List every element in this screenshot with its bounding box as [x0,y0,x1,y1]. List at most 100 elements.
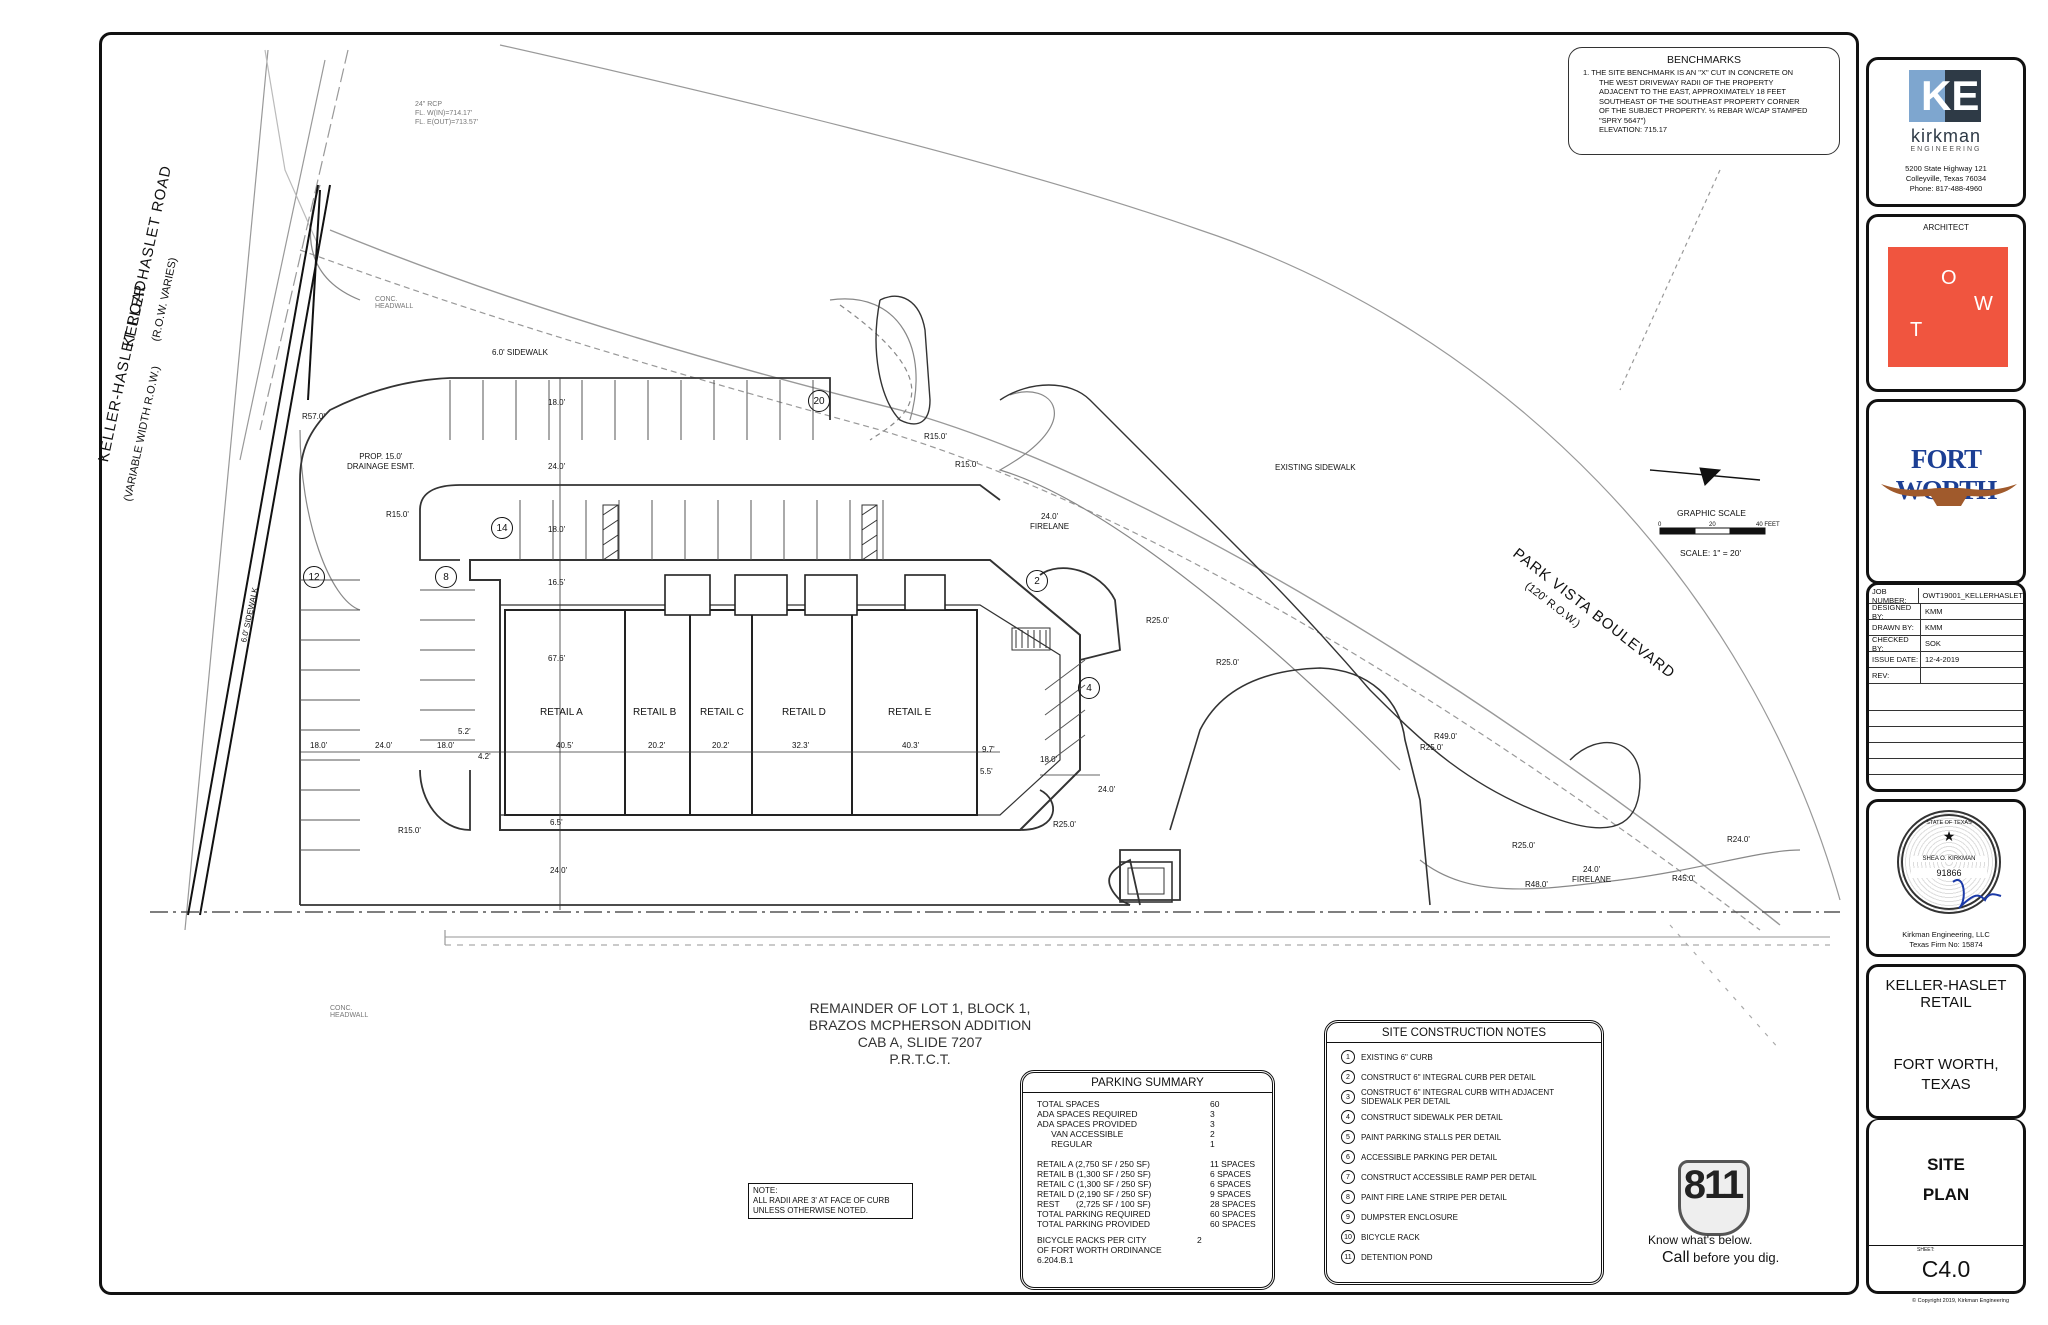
construction-note: 1 EXISTING 6" CURB [1341,1047,1587,1067]
parking-summary-row: RETAIL A (2,750 SF / 250 SF) 11 SPACES [1037,1159,1258,1169]
architect-label: ARCHITECT [1923,223,1969,232]
copyright-icon: © [1912,1298,1917,1304]
title-block-engineer: KE kirkman ENGINEERING 5200 State Highwa… [1866,57,2026,207]
benchmarks-title: BENCHMARKS [1666,54,1742,66]
seal-firm-no: Texas Firm No: 15874 [1909,940,1983,949]
parking-row-label: RETAIL D (2,190 SF / 250 SF) [1037,1189,1152,1199]
meta-row: REV: [1869,668,2023,684]
note-text: PAINT PARKING STALLS PER DETAIL [1361,1132,1502,1142]
meta-value: OWT19001_KELLERHASLET [1922,591,2023,600]
sheet-number: C4.0 [1921,1256,1971,1282]
kirkman-logo-word: kirkman [1910,126,1981,146]
note-text: DETENTION POND [1361,1252,1433,1262]
note-text: CONSTRUCT SIDEWALK PER DETAIL [1361,1112,1503,1122]
meta-value: SOK [1925,639,1941,648]
call-811-line2: Call before you dig. [1662,1249,1780,1266]
note-number: 3 [1341,1090,1355,1104]
copyright: © Copyright 2019, Kirkman Engineering [1912,1298,2010,1304]
meta-row: DESIGNED BY:KMM [1869,603,2023,621]
parking-row-value: 3 [1210,1109,1215,1119]
parking-summary-row: TOTAL PARKING PROVIDED 60 SPACES [1037,1219,1258,1229]
parking-row-value: 60 SPACES [1210,1209,1256,1219]
parking-summary-row: RETAIL B (1,300 SF / 250 SF) 6 SPACES [1037,1169,1258,1179]
parking-summary-row: RETAIL D (2,190 SF / 250 SF) 9 SPACES [1037,1189,1258,1199]
parking-row-label: ADA SPACES REQUIRED [1037,1109,1138,1119]
construction-note: 10 BICYCLE RACK [1341,1227,1587,1247]
engineer-signature [1945,872,2005,912]
parking-row-label: RETAIL A (2,750 SF / 250 SF) [1037,1159,1150,1169]
owt-logo: O W T [1888,247,2008,367]
meta-key: DRAWN BY: [1869,620,1921,635]
parking-row-label: VAN ACCESSIBLE [1037,1129,1124,1139]
parking-row-value: 9 SPACES [1210,1189,1251,1199]
meta-row: CHECKED BY: SOK [1869,635,2023,653]
note-number: 4 [1341,1110,1355,1124]
note-number: 10 [1341,1230,1355,1244]
parking-row-value: 28 SPACES [1210,1199,1256,1209]
seal-firm: Kirkman Engineering, LLC [1902,930,1990,939]
parking-row-label: RETAIL C (1,300 SF / 250 SF) [1037,1179,1152,1189]
parking-row-value: 1 [1210,1139,1215,1149]
construction-note: 4 CONSTRUCT SIDEWALK PER DETAIL [1341,1107,1587,1127]
parking-row-value: 6 SPACES [1210,1169,1251,1179]
project-location: FORT WORTH, TEXAS [1893,1056,1999,1093]
note-number: 9 [1341,1210,1355,1224]
sheet-label: SHEET: [1917,1247,1935,1253]
note-text: DUMPSTER ENCLOSURE [1361,1212,1458,1222]
meta-key: JOB NUMBER: [1869,587,1919,605]
meta-value: KMM [1925,607,1943,616]
note-number: 7 [1341,1170,1355,1184]
parking-bike-block: BICYCLE RACKS PER CITY OF FORT WORTH ORD… [1037,1235,1202,1265]
sheet-title: SITE PLAN [1922,1155,1970,1204]
shovel-icon [1678,1160,1750,1236]
parking-summary-row: VAN ACCESSIBLE 2 [1037,1129,1258,1139]
kirkman-logo: KE [1899,66,1997,126]
note-text: CONSTRUCT ACCESSIBLE RAMP PER DETAIL [1361,1172,1537,1182]
call-811-line1: Know what's below. [1648,1233,1753,1247]
parking-row-label: TOTAL PARKING REQUIRED [1037,1209,1151,1219]
meta-row: JOB NUMBER:OWT19001_KELLERHASLET [1869,587,2023,605]
parking-row-value [1210,1149,1258,1159]
note-text: ACCESSIBLE PARKING PER DETAIL [1361,1152,1498,1162]
meta-key: ISSUE DATE: [1869,652,1921,667]
meta-row: DRAWN BY:KMM [1869,620,2023,636]
parking-row-value: 60 SPACES [1210,1219,1256,1229]
construction-note: 9 DUMPSTER ENCLOSURE [1341,1207,1587,1227]
parking-row-label: TOTAL SPACES [1037,1099,1100,1109]
parking-row-label: RETAIL B (1,300 SF / 250 SF) [1037,1169,1151,1179]
note-number: 1 [1341,1050,1355,1064]
parking-row-value: 2 [1210,1129,1215,1139]
note-number: 6 [1341,1150,1355,1164]
parking-summary-row: RETAIL C (1,300 SF / 250 SF)6 SPACES [1037,1179,1258,1189]
note-text: PAINT FIRE LANE STRIPE PER DETAIL [1361,1192,1507,1202]
note-text: EXISTING 6" CURB [1361,1052,1433,1062]
call-811-logo: 811 Know what's below. Call before you d… [1640,1155,1800,1275]
call-811-number: 811 [1683,1163,1745,1207]
note-text: BICYCLE RACK [1361,1232,1420,1242]
benchmarks-text: 1. THE SITE BENCHMARK IS AN "X" CUT IN C… [1583,68,1808,134]
parking-summary-row: TOTAL PARKING REQUIRED 60 SPACES [1037,1209,1258,1219]
parking-row-label: REGULAR [1037,1139,1093,1149]
parking-row-value: 60 [1210,1099,1220,1109]
construction-note: 3 CONSTRUCT 6" INTEGRAL CURB WITH ADJACEN… [1341,1087,1587,1107]
engineer-seal: ★ STATE OF TEXAS SHEA O. KIRKMAN 91866 [1897,810,2001,914]
parking-row-value: 11 SPACES [1210,1159,1256,1169]
title-block-sheet: SITE PLAN SHEET: C4.0 [1866,1119,2026,1294]
parking-row-label: TOTAL PARKING PROVIDED [1037,1219,1151,1229]
note-text: CONSTRUCT 6" INTEGRAL CURB WITH ADJACENT… [1361,1088,1554,1106]
meta-key: CHECKED BY: [1869,635,1921,653]
parking-row-label: REST (2,725 SF / 100 SF) [1037,1199,1151,1209]
seal-star-icon: ★ [1942,828,1956,844]
ke-logo-icon [1909,70,1945,122]
